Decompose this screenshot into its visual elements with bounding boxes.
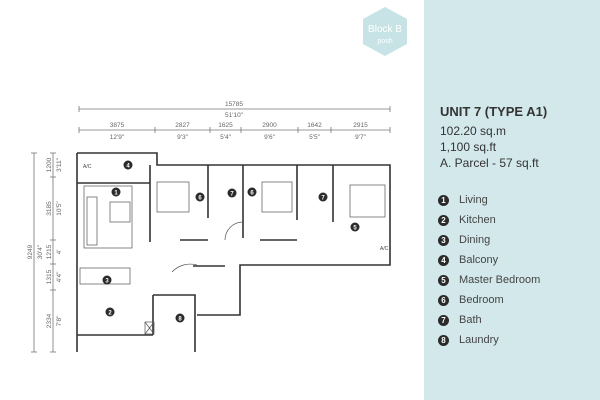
legend-item: 1 Living xyxy=(438,190,540,210)
room-marker-number: 2 xyxy=(108,310,112,316)
room-marker: 6 xyxy=(195,192,205,202)
dim-segment-ft: 5'4" xyxy=(220,134,231,141)
room-marker-number: 7 xyxy=(230,191,234,197)
room-marker: 7 xyxy=(227,188,237,198)
dim-total-mm: 15785 xyxy=(225,101,243,108)
legend-item: 4 Balcony xyxy=(438,250,540,270)
room-marker-dot xyxy=(195,192,205,202)
room-marker-dot xyxy=(175,313,185,323)
room-legend: 1 Living 2 Kitchen 3 Dining 4 Balcony 5 Maste… xyxy=(438,190,540,350)
room-marker-dot xyxy=(318,192,328,202)
ac-label: A/C xyxy=(83,164,92,170)
dim-segment-v-ft: 3'11" xyxy=(56,157,63,172)
legend-number: 3 xyxy=(438,234,449,246)
dim-segment-v-mm: 1200 xyxy=(46,157,53,172)
block-badge: Block B posh xyxy=(363,7,407,56)
dim-segment-mm: 2900 xyxy=(262,122,277,129)
legend-label: Laundry xyxy=(459,334,499,346)
legend-number: 1 xyxy=(438,194,449,206)
room-marker-dot xyxy=(105,307,115,317)
room-marker: 2 xyxy=(105,307,115,317)
legend-item: 5 Master Bedroom xyxy=(438,270,540,290)
dim-segment-mm: 2827 xyxy=(175,122,190,129)
legend-label: Living xyxy=(459,194,488,206)
legend-number: 6 xyxy=(438,294,449,306)
parcel-area: A. Parcel - 57 sq.ft xyxy=(440,156,539,170)
legend-item: 3 Dining xyxy=(438,230,540,250)
room-marker-number: 5 xyxy=(353,225,357,231)
vertical-dimension xyxy=(31,152,56,353)
unit-title: UNIT 7 (TYPE A1) xyxy=(440,104,548,119)
dim-segment-v-mm: 1315 xyxy=(46,269,53,284)
legend-number: 2 xyxy=(438,214,449,226)
dim-segment-v-mm: 2334 xyxy=(46,313,53,328)
dim-segment-mm: 2915 xyxy=(353,122,368,129)
legend-label: Bath xyxy=(459,314,482,326)
dim-segment-v-mm: 3185 xyxy=(46,201,53,216)
room-marker-number: 4 xyxy=(126,163,130,169)
room-marker-dot xyxy=(102,275,112,285)
room-marker-number: 8 xyxy=(178,316,182,322)
dim-segment-mm: 1625 xyxy=(218,122,233,129)
room-marker: 8 xyxy=(175,313,185,323)
furniture xyxy=(79,181,386,335)
badge-sub: posh xyxy=(377,38,392,45)
info-panel: UNIT 7 (TYPE A1) 102.20 sq.m 1,100 sq.ft… xyxy=(424,0,600,400)
dim-segment-ft: 9'6" xyxy=(264,134,275,141)
horizontal-dimension xyxy=(78,106,391,133)
dim-segment-v-ft: 7'8" xyxy=(56,315,63,326)
legend-item: 7 Bath xyxy=(438,310,540,330)
dim-segment-v-ft: 10'5" xyxy=(56,201,63,216)
room-marker: 5 xyxy=(350,222,360,232)
dim-total-ft: 51'10" xyxy=(225,112,244,119)
room-marker: 3 xyxy=(102,275,112,285)
dim-total-v-mm: 9249 xyxy=(27,244,34,259)
room-marker-dot xyxy=(227,188,237,198)
legend-number: 4 xyxy=(438,254,449,266)
area-sqft: 1,100 sq.ft xyxy=(440,140,497,154)
dim-segment-ft: 12'9" xyxy=(110,134,125,141)
room-marker-dot xyxy=(247,187,257,197)
area-sqm: 102.20 sq.m xyxy=(440,124,507,138)
floor-plan: Block B posh 15785 51'10" 387512'9"28279… xyxy=(27,7,407,353)
legend-label: Bedroom xyxy=(459,294,504,306)
legend-label: Master Bedroom xyxy=(459,274,541,286)
dim-segment-mm: 1642 xyxy=(307,122,322,129)
dim-segment-ft: 9'3" xyxy=(177,134,188,141)
legend-label: Balcony xyxy=(459,254,499,266)
room-marker: 4 xyxy=(123,160,133,170)
dim-segment-v-mm: 1215 xyxy=(46,244,53,259)
room-marker: 1 xyxy=(111,187,121,197)
room-marker: 6 xyxy=(247,187,257,197)
dim-segment-ft: 5'5" xyxy=(309,134,320,141)
room-marker-number: 1 xyxy=(114,190,118,196)
dim-segment-v-ft: 4'4" xyxy=(56,271,63,282)
room-marker: 7 xyxy=(318,192,328,202)
badge-block: Block B xyxy=(368,24,402,35)
ac-labels: A/C A/C xyxy=(83,164,389,252)
legend-item: 8 Laundry xyxy=(438,330,540,350)
room-marker-number: 6 xyxy=(198,195,202,201)
dim-segment-v-ft: 4' xyxy=(56,250,63,255)
walls xyxy=(76,152,391,352)
legend-number: 7 xyxy=(438,314,449,326)
room-marker-number: 6 xyxy=(250,190,254,196)
legend-number: 8 xyxy=(438,334,449,346)
legend-label: Dining xyxy=(459,234,491,246)
legend-item: 2 Kitchen xyxy=(438,210,540,230)
dim-segment-ft: 9'7" xyxy=(355,134,366,141)
legend-number: 5 xyxy=(438,274,449,286)
ac-label: A/C xyxy=(380,246,389,252)
legend-label: Kitchen xyxy=(459,214,496,226)
dim-total-v-ft: 30'4" xyxy=(37,244,44,259)
room-marker-dot xyxy=(350,222,360,232)
room-marker-dot xyxy=(111,187,121,197)
dim-segment-mm: 3875 xyxy=(110,122,125,129)
room-marker-number: 7 xyxy=(321,195,325,201)
room-marker-number: 3 xyxy=(105,278,109,284)
room-marker-dot xyxy=(123,160,133,170)
legend-item: 6 Bedroom xyxy=(438,290,540,310)
